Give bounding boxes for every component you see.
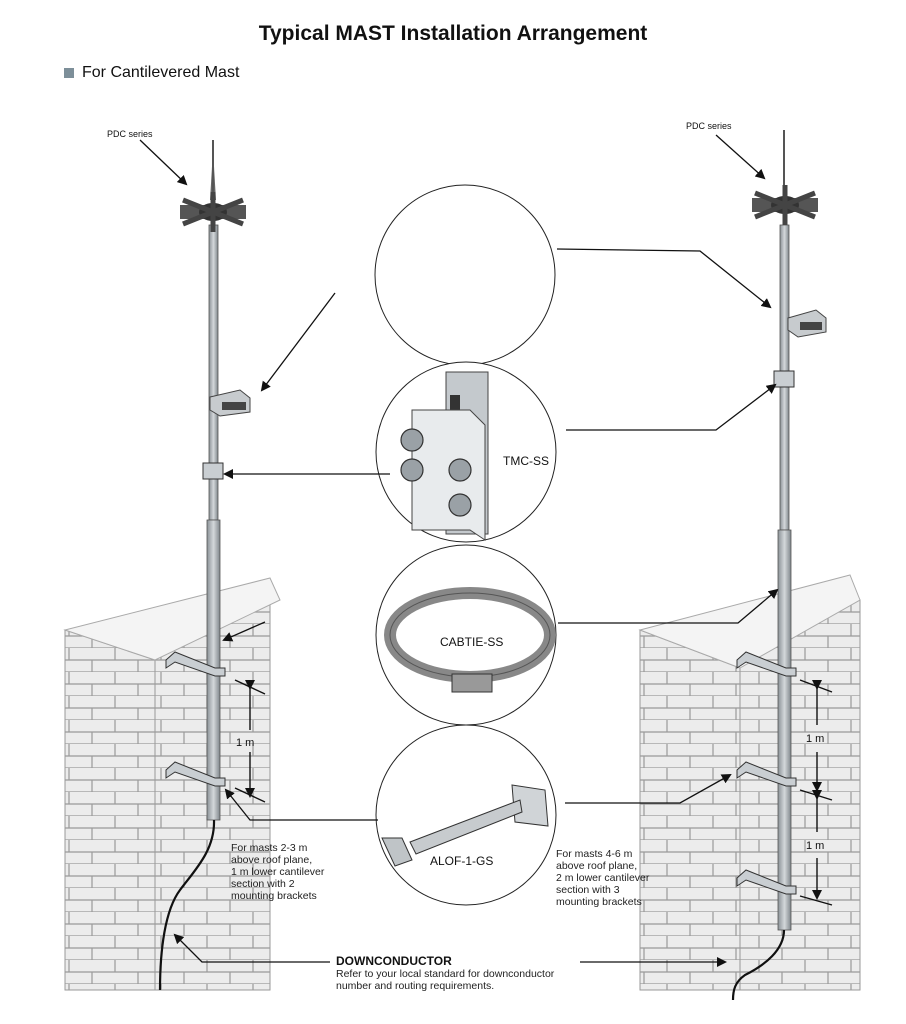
- right-pdc-terminal-icon: [752, 185, 818, 225]
- downconductor-caption: DOWNCONDUCTOR Refer to your local standa…: [336, 954, 555, 992]
- right-bracket-upper: [736, 651, 797, 677]
- pdc-label-left: PDC series: [107, 129, 153, 139]
- left-downconductor-cable: [158, 819, 216, 991]
- left-note-line: mounting brackets: [231, 890, 317, 902]
- downconductor-title: DOWNCONDUCTOR: [336, 954, 452, 968]
- left-dimension-label: 1 m: [236, 737, 254, 749]
- right-dimension-label-lower: 1 m: [806, 840, 824, 852]
- right-bracket-middle: [736, 761, 797, 787]
- right-note-line: section with 3: [556, 884, 620, 896]
- right-downconductor-cable: [731, 929, 786, 1001]
- left-note-line: 1 m lower cantilever: [231, 866, 325, 878]
- right-mast: [777, 130, 792, 931]
- downconductor-line: number and routing requirements.: [336, 980, 494, 992]
- left-bracket-lower: [165, 761, 226, 787]
- connector-arrows: [139, 134, 779, 967]
- right-dimension-marker: [799, 679, 833, 906]
- left-dimension-marker: [234, 679, 266, 803]
- right-note-line: mounting brackets: [556, 896, 642, 908]
- detail-circle-counter: [374, 184, 556, 366]
- right-note: For masts 4-6 m above roof plane, 2 m lo…: [556, 848, 650, 908]
- left-note-line: For masts 2-3 m: [231, 842, 308, 854]
- left-pdc-terminal-icon: [180, 192, 246, 232]
- left-tmc-clamp-icon: [202, 462, 224, 480]
- left-note-line: above roof plane,: [231, 854, 312, 866]
- right-dimension-label-upper: 1 m: [806, 733, 824, 745]
- detail-circle-cabtie: CABTIE-SS: [375, 544, 557, 726]
- right-note-line: 2 m lower cantilever: [556, 872, 650, 884]
- alof-label: ALOF-1-GS: [430, 854, 493, 868]
- left-note: For masts 2-3 m above roof plane, 1 m lo…: [231, 842, 325, 902]
- right-building-wall: [638, 574, 861, 991]
- right-note-line: For masts 4-6 m: [556, 848, 633, 860]
- left-mast: [206, 140, 221, 821]
- left-counter-box-icon: [209, 389, 251, 417]
- detail-circle-tmc: TMC-SS: [375, 361, 557, 543]
- downconductor-line: Refer to your local standard for downcon…: [336, 968, 555, 980]
- detail-circle-alof: ALOF-1-GS: [375, 724, 557, 906]
- right-bracket-lower: [736, 869, 797, 895]
- right-counter-box-icon: [787, 309, 827, 338]
- pdc-label-right: PDC series: [686, 121, 732, 131]
- left-bracket-upper: [165, 651, 226, 677]
- tmc-label: TMC-SS: [503, 454, 549, 468]
- right-note-line: above roof plane,: [556, 860, 637, 872]
- subtitle-text: For Cantilevered Mast: [82, 64, 240, 81]
- page-title: Typical MAST Installation Arrangement: [258, 22, 648, 45]
- cabtie-label: CABTIE-SS: [440, 635, 503, 649]
- right-tmc-clamp-icon: [773, 370, 795, 388]
- left-building-wall: [63, 577, 281, 991]
- bullet-square-icon: [64, 68, 74, 78]
- section-subtitle: For Cantilevered Mast: [64, 64, 239, 82]
- left-note-line: section with 2: [231, 878, 295, 890]
